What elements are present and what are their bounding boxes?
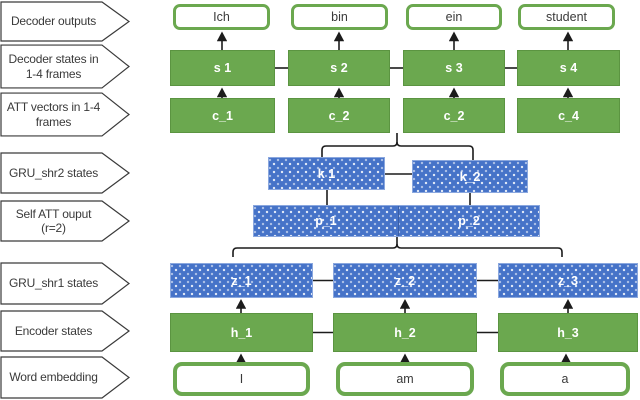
node-k2: k_2 (412, 160, 528, 193)
node-h3: h_3 (498, 313, 638, 352)
node-h1: h_1 (170, 313, 313, 352)
row-label-self-att: Self ATT ouput (r=2) (0, 200, 131, 242)
node-word-1: I (173, 362, 310, 396)
tag-arrow-shape (0, 262, 131, 305)
node-decoder-output-2: bin (291, 4, 388, 30)
node-decoder-output-1: Ich (173, 4, 270, 30)
node-p2-label: p_2 (458, 214, 480, 228)
row-label-text: GRU_shr1 states (8, 276, 99, 291)
node-s2: s 2 (288, 50, 390, 86)
tag-arrow-shape (0, 1, 131, 42)
node-decoder-output-3: ein (406, 4, 502, 30)
row-label-text: ATT vectors in 1-4 frames (6, 100, 101, 129)
node-c4: c_4 (517, 98, 620, 133)
node-z2: z_2 (333, 263, 477, 298)
row-label-encoder-states: Encoder states (0, 310, 131, 352)
node-c1: c_1 (170, 98, 275, 133)
row-label-text: Word embedding (9, 370, 98, 385)
node-p: p_1 p_2 (253, 205, 540, 237)
node-c3: c_2 (403, 98, 505, 133)
row-label-text: Decoder states in 1-4 frames (8, 52, 99, 81)
row-label-gru-shr1: GRU_shr1 states (0, 262, 131, 305)
node-word-3: a (500, 362, 630, 396)
tag-arrow-shape (0, 356, 131, 399)
tag-arrow-shape (0, 44, 131, 89)
node-k1: k 1 (268, 157, 385, 190)
node-s1: s 1 (170, 50, 275, 86)
row-label-text: GRU_shr2 states (8, 165, 99, 180)
row-label-gru-shr2: GRU_shr2 states (0, 152, 131, 194)
node-h2: h_2 (333, 313, 477, 352)
tag-arrow-shape (0, 310, 131, 352)
node-p1-label: p_1 (315, 214, 337, 228)
node-word-2: am (336, 362, 474, 396)
row-label-decoder-states: Decoder states in 1-4 frames (0, 44, 131, 89)
node-s4: s 4 (517, 50, 620, 86)
tag-arrow-shape (0, 200, 131, 242)
node-z3: z_3 (498, 263, 638, 298)
p-divider (398, 206, 399, 236)
tag-arrow-shape (0, 92, 131, 137)
node-z1: z_1 (170, 263, 313, 298)
node-c2: c_2 (288, 98, 390, 133)
node-decoder-output-4: student (518, 4, 615, 30)
row-label-word-embedding: Word embedding (0, 356, 131, 399)
row-label-text: Self ATT ouput (r=2) (15, 206, 92, 235)
tag-arrow-shape (0, 152, 131, 194)
row-label-text: Decoder outputs (10, 14, 97, 29)
row-label-decoder-outputs: Decoder outputs (0, 1, 131, 42)
row-label-att-vectors: ATT vectors in 1-4 frames (0, 92, 131, 137)
row-label-text: Encoder states (14, 323, 93, 338)
node-s3: s 3 (403, 50, 505, 86)
